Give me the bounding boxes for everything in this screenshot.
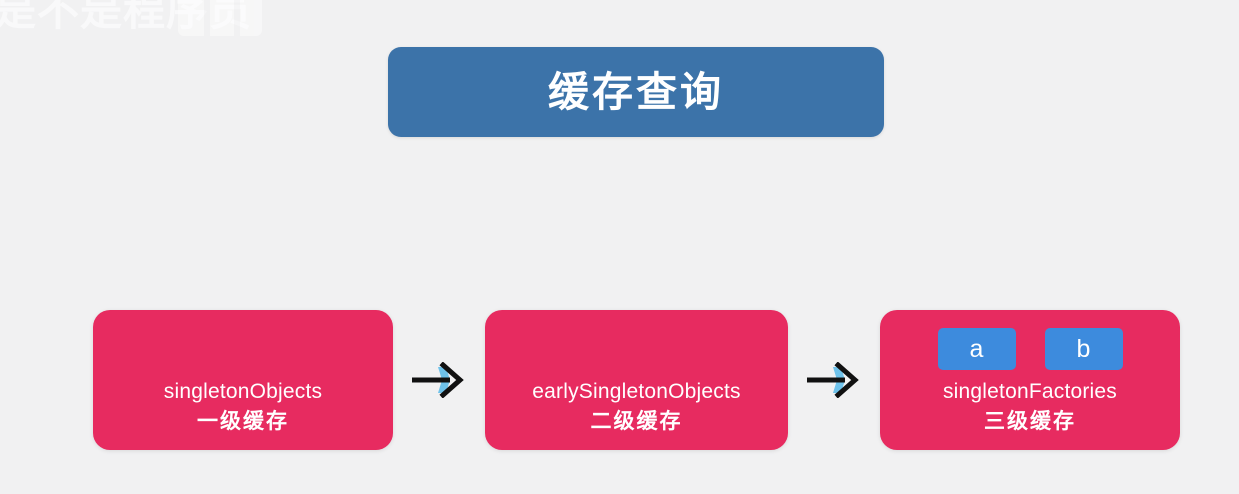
watermark-logo xyxy=(178,0,262,36)
cache-card-singleton-objects: singletonObjects 一级缓存 xyxy=(93,310,393,450)
card-sublabel: 三级缓存 xyxy=(984,409,1076,433)
card-body: singletonFactories 三级缓存 xyxy=(880,378,1180,436)
card-sublabel: 一级缓存 xyxy=(197,409,289,433)
watermark-text: 是不是程序员 xyxy=(0,0,253,34)
page-title: 缓存查询 xyxy=(548,68,724,115)
arrow-right-icon xyxy=(805,362,867,398)
card-label: earlySingletonObjects xyxy=(532,380,741,404)
card-body: earlySingletonObjects 二级缓存 xyxy=(485,378,788,436)
factory-entry-row: a b xyxy=(880,328,1180,370)
factory-entry-b: b xyxy=(1044,328,1123,370)
factory-entry-a: a xyxy=(937,328,1016,370)
card-sublabel: 二级缓存 xyxy=(590,409,683,433)
cache-card-early-singleton-objects: earlySingletonObjects 二级缓存 xyxy=(485,310,788,450)
card-label: singletonFactories xyxy=(942,380,1118,404)
card-label: singletonObjects xyxy=(163,380,323,404)
card-body: singletonObjects 一级缓存 xyxy=(93,378,393,436)
title-box: 缓存查询 xyxy=(388,47,884,137)
arrow-right-icon xyxy=(410,362,472,398)
cache-card-singleton-factories: a b singletonFactories 三级缓存 xyxy=(880,310,1180,450)
